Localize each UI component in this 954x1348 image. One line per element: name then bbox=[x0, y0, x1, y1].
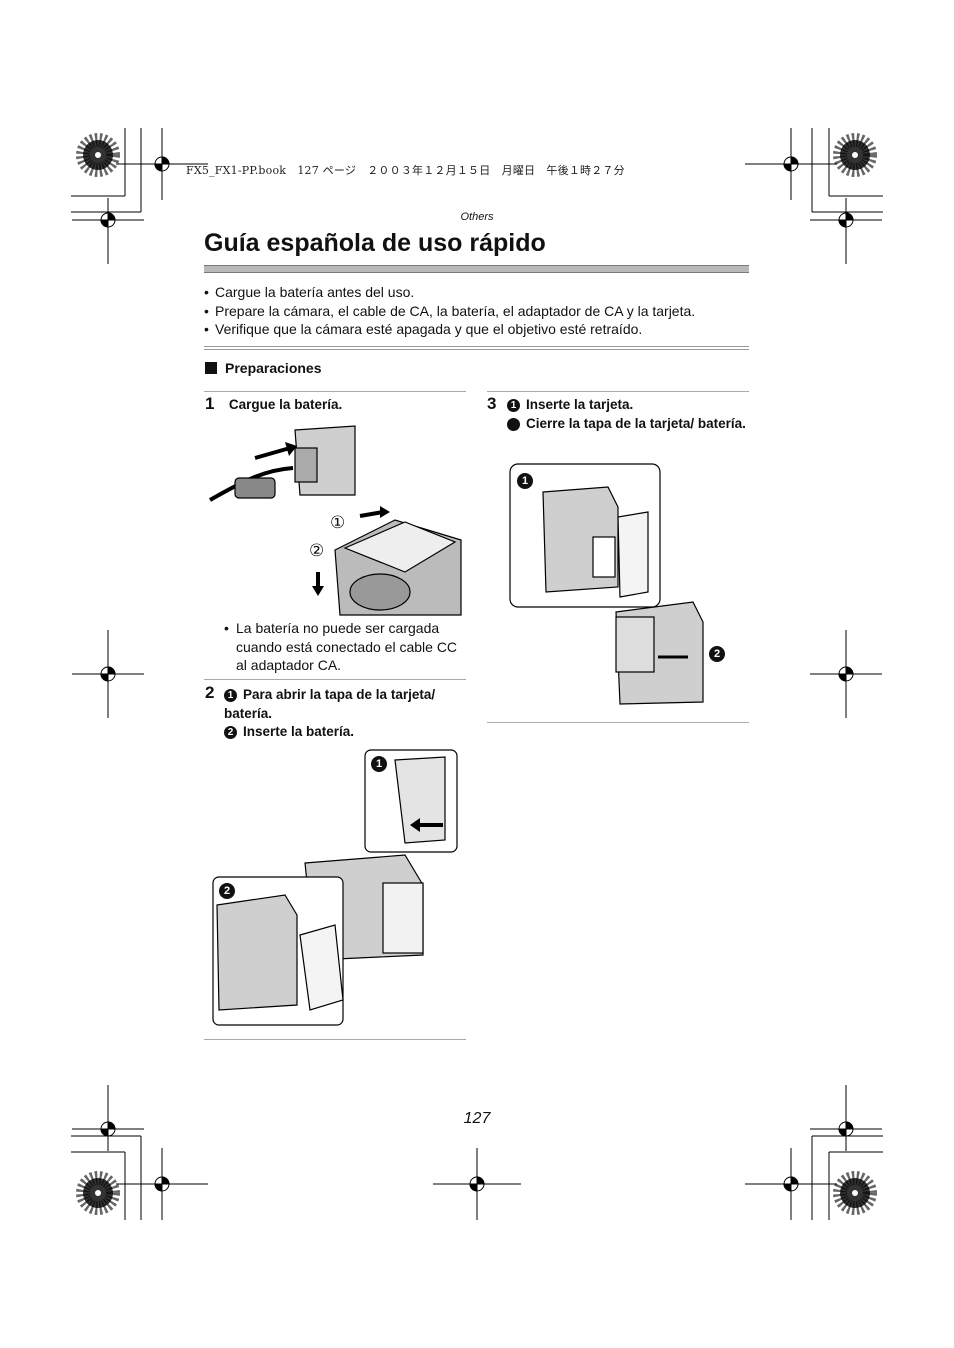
step3-number: 3 bbox=[487, 394, 497, 413]
column-rule bbox=[204, 1039, 466, 1040]
step3-sub2: Cierre la tapa de la tarjeta/ batería. bbox=[526, 415, 746, 431]
step1-heading: 1 Cargue la batería. bbox=[205, 394, 342, 415]
step3-sub1: Inserte la tarjeta. bbox=[526, 397, 634, 412]
fig3-marker-2: 2 bbox=[709, 645, 731, 663]
note-bullet: La batería no puede ser cargada cuando e… bbox=[224, 619, 466, 675]
marker-2-icon: 2 bbox=[501, 417, 520, 431]
square-bullet-icon bbox=[205, 362, 217, 374]
marker-2-icon: 2 bbox=[224, 726, 237, 739]
step2-sub2: Inserte la batería. bbox=[243, 724, 355, 739]
intro-list: Cargue la batería antes del uso. Prepare… bbox=[204, 283, 749, 339]
section-divider bbox=[204, 346, 749, 350]
step2-sub1: Para abrir la tapa de la tarjeta/ baterí… bbox=[224, 687, 436, 721]
column-rule bbox=[204, 679, 466, 680]
page-title: Guía española de uso rápido bbox=[204, 229, 546, 257]
column-rule bbox=[487, 391, 749, 392]
step1-note: La batería no puede ser cargada cuando e… bbox=[224, 619, 466, 675]
intro-bullet: Prepare la cámara, el cable de CA, la ba… bbox=[204, 302, 749, 321]
callout-1: ① bbox=[330, 513, 346, 532]
section-label: Others bbox=[460, 211, 494, 223]
fig2-marker-1: 1 bbox=[371, 755, 393, 773]
preparations-heading: Preparaciones bbox=[205, 360, 322, 376]
column-rule bbox=[204, 391, 466, 392]
card-insert-illustration bbox=[509, 463, 704, 705]
intro-bullet: Verifique que la cámara esté apagada y q… bbox=[204, 320, 749, 339]
battery-insert-illustration bbox=[212, 749, 458, 1026]
marker-1-icon: 1 bbox=[224, 689, 237, 702]
page-number: 127 bbox=[463, 1110, 491, 1127]
step1-text: Cargue la batería. bbox=[228, 397, 343, 412]
battery-charging-illustration bbox=[209, 425, 462, 616]
intro-bullet: Cargue la batería antes del uso. bbox=[204, 283, 749, 302]
arrow-icon bbox=[359, 510, 384, 518]
marker-1-icon: 1 bbox=[507, 399, 520, 412]
print-header: FX5_FX1-PP.book 127 ページ ２００３年１２月１５日 月曜日 … bbox=[186, 164, 625, 177]
step3-instructions: 1 Inserte la tarjeta. 2 Cierre la tapa de … bbox=[501, 396, 747, 433]
preparations-label: Preparaciones bbox=[225, 360, 322, 376]
arrow-icon bbox=[254, 446, 291, 460]
step2-number: 2 bbox=[205, 683, 215, 702]
fig3-marker-1: 1 bbox=[517, 472, 539, 490]
column-rule bbox=[487, 722, 749, 723]
step1-number: 1 bbox=[205, 394, 215, 413]
callout-2: ② bbox=[309, 541, 325, 560]
fig2-marker-2: 2 bbox=[219, 882, 241, 900]
title-rule bbox=[204, 265, 749, 273]
